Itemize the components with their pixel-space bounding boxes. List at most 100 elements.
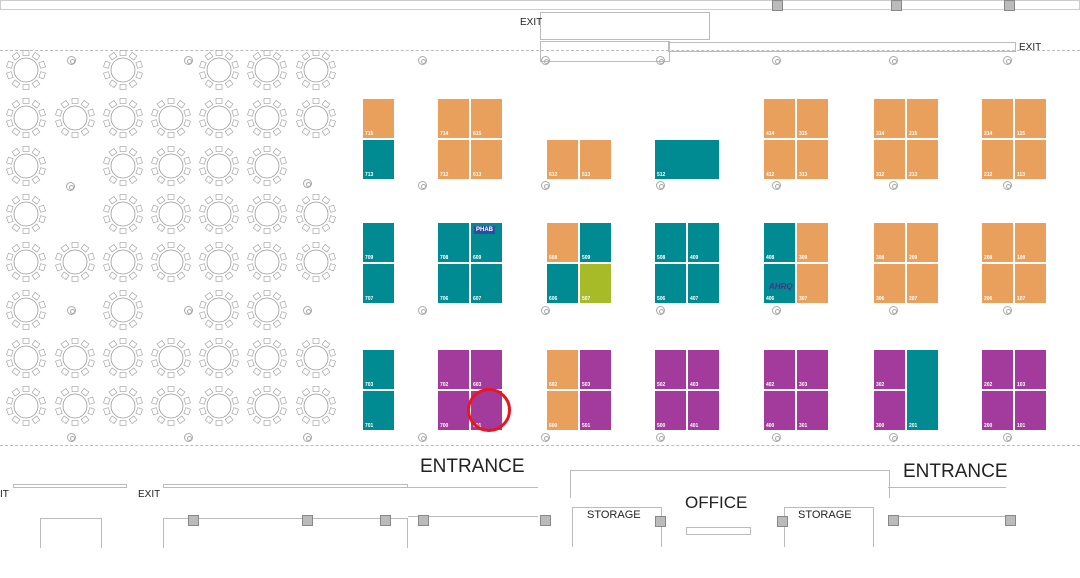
booth-600[interactable]: 600 <box>546 390 579 431</box>
booth-207[interactable]: 207 <box>906 263 939 304</box>
pillar-icon <box>303 433 312 442</box>
booth-513[interactable]: 513 <box>579 139 612 180</box>
booth-715[interactable]: 715 <box>362 98 395 139</box>
booth-607[interactable]: 607 <box>470 263 503 304</box>
pillar-icon <box>1003 181 1012 190</box>
booth-212[interactable]: 212 <box>981 139 1014 180</box>
booth-408[interactable]: 408 <box>763 222 796 263</box>
booth-707[interactable]: 707 <box>362 263 395 304</box>
pillar-icon <box>889 181 898 190</box>
round-table <box>199 98 239 138</box>
booth-507[interactable]: 507 <box>579 263 612 304</box>
pillar-icon <box>889 433 898 442</box>
booth-712[interactable]: 712 <box>437 139 470 180</box>
booth-500[interactable]: 500 <box>654 390 687 431</box>
booth-414[interactable]: 414 <box>763 98 796 139</box>
booth-502[interactable]: 502 <box>654 349 687 390</box>
booth-115[interactable]: 115 <box>1014 98 1047 139</box>
booth-709[interactable]: 709 <box>362 222 395 263</box>
booth-403[interactable]: 403 <box>687 349 720 390</box>
round-table <box>103 98 143 138</box>
booth-314[interactable]: 314 <box>873 98 906 139</box>
booth-307[interactable]: 307 <box>796 263 829 304</box>
booth-702[interactable]: 702 <box>437 349 470 390</box>
booth-401[interactable]: 401 <box>687 390 720 431</box>
pillar-icon <box>772 433 781 442</box>
booth-512[interactable]: 512 <box>654 139 720 180</box>
booth-214[interactable]: 214 <box>981 98 1014 139</box>
round-table <box>103 242 143 282</box>
booth-508[interactable]: 508 <box>654 222 687 263</box>
exit-label-top-right: EXIT <box>1019 42 1042 53</box>
booth-number: 301 <box>799 423 808 429</box>
booth-608[interactable]: 608 <box>546 222 579 263</box>
booth-215[interactable]: 215 <box>906 98 939 139</box>
booth-506[interactable]: 506 <box>654 263 687 304</box>
pillar-icon <box>656 181 665 190</box>
booth-503[interactable]: 503 <box>579 349 612 390</box>
booth-306[interactable]: 306 <box>873 263 906 304</box>
pillar-icon <box>1003 433 1012 442</box>
booth-312[interactable]: 312 <box>873 139 906 180</box>
booth-402[interactable]: 402 <box>763 349 796 390</box>
booth-103[interactable]: 103 <box>1014 349 1047 390</box>
booth-209[interactable]: 209 <box>906 222 939 263</box>
booth-number: 314 <box>876 131 885 137</box>
booth-309[interactable]: 309 <box>796 222 829 263</box>
booth-113[interactable]: 113 <box>1014 139 1047 180</box>
booth-713[interactable]: 713 <box>362 139 395 180</box>
exit-vestibule-top <box>540 41 670 62</box>
booth-200[interactable]: 200 <box>981 390 1014 431</box>
booth-509[interactable]: 509 <box>579 222 612 263</box>
pillar-icon <box>418 56 427 65</box>
booth-206[interactable]: 206 <box>981 263 1014 304</box>
booth-602[interactable]: 602 <box>546 349 579 390</box>
booth-606[interactable]: 606 <box>546 263 579 304</box>
booth-213[interactable]: 213 <box>906 139 939 180</box>
booth-301[interactable]: 301 <box>796 390 829 431</box>
booth-202[interactable]: 202 <box>981 349 1014 390</box>
round-table <box>296 50 336 90</box>
booth-501[interactable]: 501 <box>579 390 612 431</box>
booth-number: 709 <box>365 255 374 261</box>
booth-400[interactable]: 400 <box>763 390 796 431</box>
booth-303[interactable]: 303 <box>796 349 829 390</box>
stairs <box>40 518 102 548</box>
booth-708[interactable]: 708 <box>437 222 470 263</box>
booth-313[interactable]: 313 <box>796 139 829 180</box>
booth-201[interactable]: 201 <box>906 349 939 431</box>
booth-number: 212 <box>984 172 993 178</box>
booth-number: 615 <box>473 131 482 137</box>
round-table <box>6 386 46 426</box>
booth-107[interactable]: 107 <box>1014 263 1047 304</box>
booth-409[interactable]: 409 <box>687 222 720 263</box>
booth-700[interactable]: 700 <box>437 390 470 431</box>
booth-302[interactable]: 302 <box>873 349 906 390</box>
booth-412[interactable]: 412 <box>763 139 796 180</box>
booth-number: 701 <box>365 423 374 429</box>
booth-308[interactable]: 308 <box>873 222 906 263</box>
booth-101[interactable]: 101 <box>1014 390 1047 431</box>
booth-613[interactable]: 613 <box>470 139 503 180</box>
booth-208[interactable]: 208 <box>981 222 1014 263</box>
booth-315[interactable]: 315 <box>796 98 829 139</box>
booth-703[interactable]: 703 <box>362 349 395 390</box>
booth-714[interactable]: 714 <box>437 98 470 139</box>
booth-615[interactable]: 615 <box>470 98 503 139</box>
booth-300[interactable]: 300 <box>873 390 906 431</box>
wall-bottom-left <box>13 484 127 488</box>
booth-number: 312 <box>876 172 885 178</box>
booth-407[interactable]: 407 <box>687 263 720 304</box>
booth-706[interactable]: 706 <box>437 263 470 304</box>
booth-109[interactable]: 109 <box>1014 222 1047 263</box>
booth-701[interactable]: 701 <box>362 390 395 431</box>
booth-612[interactable]: 612 <box>546 139 579 180</box>
round-table <box>247 146 287 186</box>
round-table <box>151 338 191 378</box>
round-table <box>103 290 143 330</box>
booth-number: 300 <box>876 423 885 429</box>
booth-603[interactable]: 603 <box>470 349 503 390</box>
round-table <box>247 242 287 282</box>
